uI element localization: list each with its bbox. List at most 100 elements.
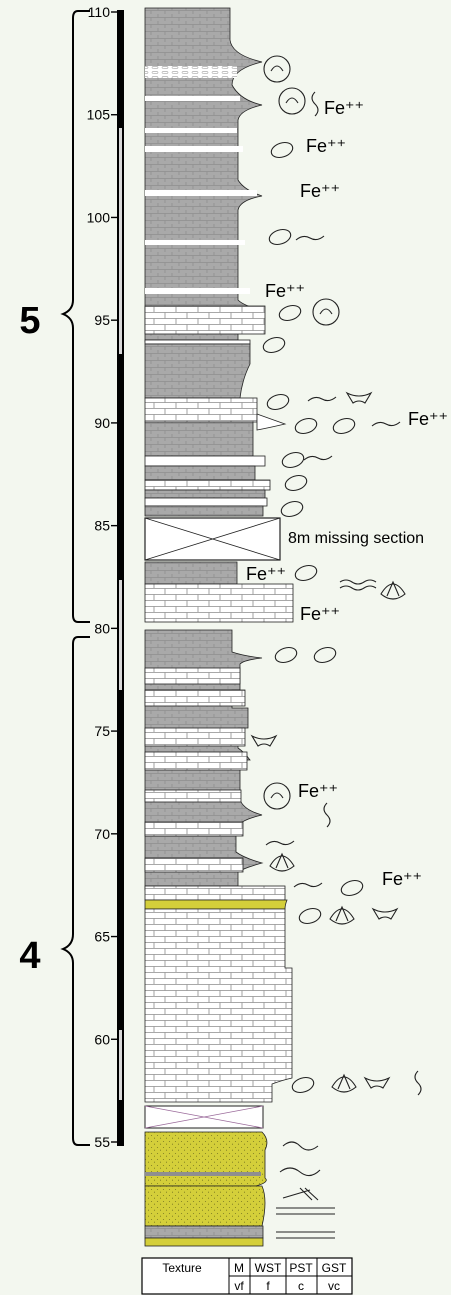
limestone-bed [145, 822, 243, 836]
parallel-lamination-mark [276, 1208, 335, 1214]
grain-code-pst: PST [289, 1261, 313, 1275]
mudstone-bed [145, 422, 253, 456]
grain-size-vf: vf [234, 1279, 244, 1293]
fe-annotation: Fe⁺⁺ [382, 869, 422, 889]
yellow-marker-bed [145, 900, 287, 909]
limestone-bed [145, 668, 240, 684]
depth-tick-label: 55 [94, 1134, 110, 1150]
grain-size-vc: vc [328, 1279, 340, 1293]
trace-fossil-icon [372, 422, 400, 426]
mudstone-parting [145, 1172, 261, 1176]
fe-annotation: Fe⁺⁺ [306, 136, 346, 156]
trace-fossil-icon [304, 456, 332, 460]
unit-5-label: 5 [19, 300, 40, 342]
oyster-icon [273, 645, 298, 665]
depth-scale-stripe [119, 1030, 122, 1100]
oyster-icon [277, 303, 302, 323]
depth-tick-label: 70 [94, 826, 110, 842]
mudstone-bed [145, 466, 255, 480]
limestone-bed [145, 480, 270, 490]
grain-code-m: M [234, 1261, 244, 1275]
ammonite-icon [264, 783, 290, 809]
brachiopod-icon [347, 393, 371, 403]
oyster-icon [269, 140, 294, 160]
limestone-bed [145, 96, 240, 101]
depth-tick-label: 60 [94, 1031, 110, 1047]
ripple-pair-icon [340, 580, 376, 590]
limestone-bed [145, 240, 245, 245]
limestone-bed [145, 584, 293, 622]
lithology-column-upper [145, 8, 293, 622]
fe-annotation: Fe⁺⁺ [300, 604, 340, 624]
ripple-mark [283, 1142, 318, 1150]
fe-annotation: Fe⁺⁺ [324, 98, 364, 118]
limestone-bed [145, 456, 265, 466]
oyster-icon [280, 450, 305, 470]
ammonite-icon [279, 88, 305, 114]
oyster-icon [265, 392, 290, 412]
oyster-icon [261, 335, 286, 355]
depth-scale-stripe [119, 128, 122, 354]
mudstone-bed [145, 562, 237, 584]
limestone-bed [145, 146, 243, 152]
limestone-bed [145, 498, 267, 506]
ammonite-whorl [271, 793, 283, 798]
ammonite-icon [313, 299, 339, 325]
oyster-icon [331, 416, 356, 436]
limestone-bed [145, 886, 285, 900]
limestone-tongue [257, 414, 285, 430]
oyster-icon [293, 563, 318, 583]
limestone-thick-bed [145, 909, 292, 1102]
trace-fossil-icon [324, 803, 330, 827]
sandstone-beds [145, 1132, 267, 1186]
scallop-icon [270, 856, 294, 871]
brachiopod-icon [252, 736, 276, 746]
unit-5-bracket [63, 11, 90, 622]
trace-fossil-icon [266, 841, 294, 845]
oolitic-band [145, 66, 237, 78]
lithology-column-lower [145, 630, 292, 1246]
oyster-icon [339, 878, 364, 898]
depth-tick-label: 65 [94, 929, 110, 945]
grain-code-gst: GST [322, 1261, 347, 1275]
fe-annotation: Fe⁺⁺ [298, 781, 338, 801]
limestone-bed [145, 858, 243, 872]
sandstone-bed [145, 1238, 263, 1246]
brachiopod-icon [373, 909, 397, 919]
limestone-bed [145, 190, 257, 196]
trace-fossil-icon [308, 397, 336, 401]
depth-tick-label: 95 [94, 312, 110, 328]
oyster-icon [297, 906, 322, 926]
grain-size-c: c [298, 1279, 304, 1293]
ammonite-whorl [286, 98, 298, 103]
grain-code-wst: WST [255, 1261, 282, 1275]
parallel-lamination-mark [276, 1232, 335, 1238]
bed-boundary [145, 340, 250, 344]
texture-scale: Texture M WST PST GST vf f c vc [142, 1258, 352, 1294]
mudstone-bed [145, 490, 265, 498]
limestone-bed [145, 128, 237, 133]
oyster-icon [312, 645, 337, 665]
limestone-bed [145, 398, 257, 422]
sedimentary-structures [276, 1142, 335, 1238]
oyster-icon [279, 499, 304, 519]
texture-label: Texture [162, 1261, 202, 1275]
trace-fossil-icon [312, 92, 318, 116]
fe-annotation: Fe⁺⁺ [246, 564, 286, 584]
oyster-icon [283, 473, 308, 493]
depth-tick-label: 80 [94, 620, 110, 636]
ammonite-whorl [320, 309, 332, 314]
depth-tick-label: 105 [87, 107, 111, 123]
depth-tick-label: 110 [88, 4, 111, 20]
trace-fossil-icon [296, 236, 324, 240]
depth-tick-label: 100 [87, 209, 111, 225]
unit-4-bracket [63, 637, 90, 1145]
fe-annotation: Fe⁺⁺ [265, 281, 305, 301]
sandstone-beds [145, 1186, 265, 1226]
unit-4-label: 4 [19, 935, 40, 977]
fe-annotation: Fe⁺⁺ [408, 409, 448, 429]
trace-fossil-icon [294, 883, 322, 887]
fe-annotation: Fe⁺⁺ [300, 181, 340, 201]
